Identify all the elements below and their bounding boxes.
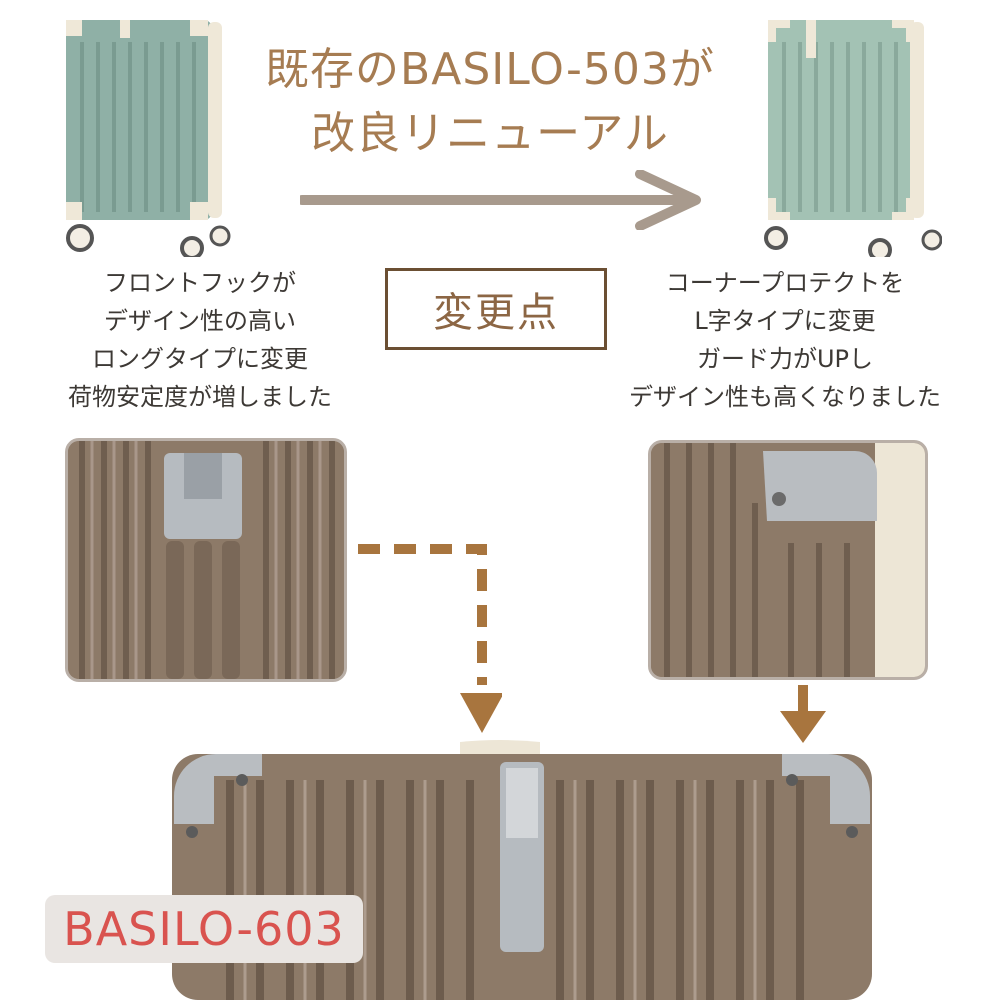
right-note: コーナープロテクトを L字タイプに変更 ガード力がUPし デザイン性も高くなりま…: [605, 264, 965, 416]
arrow-down-icon: [778, 685, 828, 745]
right-note-line: コーナープロテクトを: [665, 269, 905, 297]
left-note-line: ロングタイプに変更: [92, 345, 308, 373]
headline-line-2: 改良リニューアル: [311, 108, 669, 159]
new-suitcase-image: [762, 12, 942, 257]
dashed-arrow-icon: [352, 535, 502, 740]
old-suitcase-image: [60, 12, 240, 257]
left-note-line: フロントフックが: [104, 269, 296, 297]
left-note-line: 荷物安定度が増しました: [68, 383, 332, 411]
right-note-line: デザイン性も高くなりました: [629, 383, 941, 411]
product-name-badge: BASILO-603: [45, 895, 363, 963]
headline: 既存のBASILO-503が 改良リニューアル: [240, 38, 740, 166]
arrow-right-icon: [300, 170, 705, 230]
left-note: フロントフックが デザイン性の高い ロングタイプに変更 荷物安定度が増しました: [20, 264, 380, 416]
front-hook-detail-image: [65, 438, 347, 682]
right-note-line: L字タイプに変更: [694, 307, 876, 335]
corner-protector-detail-image: [648, 440, 928, 680]
left-note-line: デザイン性の高い: [104, 307, 296, 335]
headline-line-1: 既存のBASILO-503が: [265, 44, 715, 95]
right-note-line: ガード力がUPし: [696, 345, 874, 373]
changes-label: 変更点: [385, 268, 607, 350]
